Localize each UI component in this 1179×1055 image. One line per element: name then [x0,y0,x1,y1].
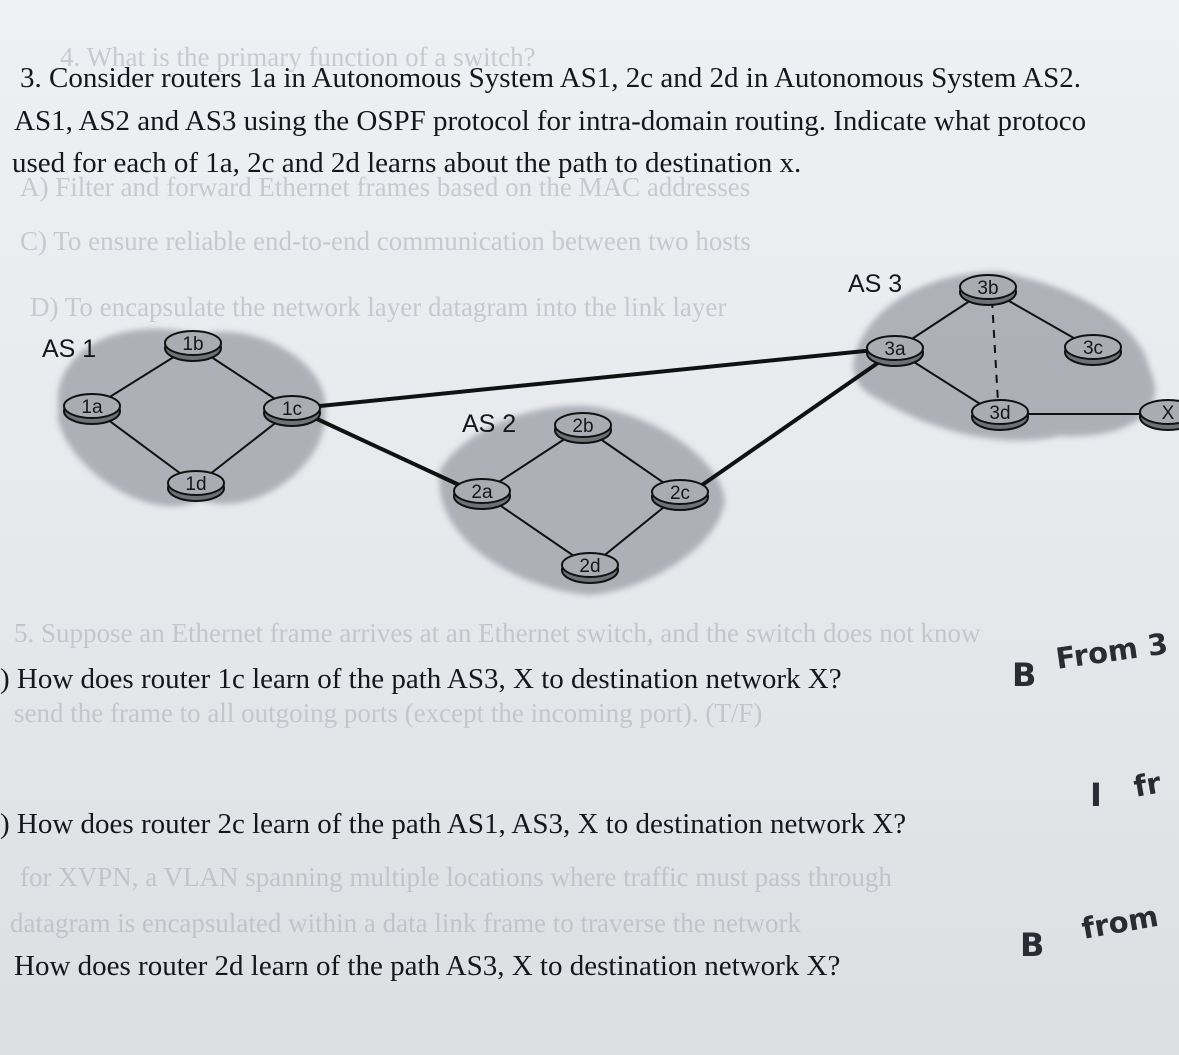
answer-a-letter: B [1012,656,1037,694]
router-label: 1b [182,334,203,355]
bleed-text: C) To ensure reliable end-to-end communi… [20,226,751,256]
subquestion-c: How does router 2d learn of the path AS3… [14,950,841,982]
link-1c-3a [309,348,876,409]
router-x: X [1139,399,1179,431]
bleed-text: A) Filter and forward Ethernet frames ba… [20,172,751,202]
router-1d: 1d [167,470,225,502]
router-3c: 3c [1064,334,1122,366]
answer-b-note: fr [1131,765,1164,804]
router-label: 2d [579,556,600,577]
as3-label: AS 3 [848,270,902,298]
bleed-text: D) To encapsulate the network layer data… [30,292,727,322]
router-label: 3d [989,403,1010,424]
router-1c: 1c [263,395,321,427]
bleed-text: send the frame to all outgoing ports (ex… [14,698,763,728]
router-label: 2a [471,482,493,503]
router-2c: 2c [651,479,709,511]
as3-cloud [853,271,1156,441]
router-3a: 3a [866,335,924,367]
router-label: 1c [282,399,302,420]
question-line-2: AS1, AS2 and AS3 using the OSPF protocol… [14,105,1087,137]
subquestion-a: ) How does router 1c learn of the path A… [0,663,842,695]
bleed-text: 4. What is the primary function of a swi… [60,42,536,72]
router-1a: 1a [63,393,121,425]
bleed-text: datagram is encapsulated within a data l… [10,908,801,938]
router-label: 1a [81,397,103,418]
as1-label: AS 1 [42,335,96,363]
subquestion-b: ) How does router 2c learn of the path A… [0,808,907,840]
bleed-text: 5. Suppose an Ethernet frame arrives at … [14,618,981,648]
router-label: 3a [884,339,906,360]
answer-c-letter: B [1020,926,1045,964]
router-label: X [1162,403,1175,424]
router-label: 2b [572,416,593,437]
router-3b: 3b [959,274,1017,306]
question-line-1: 3. Consider routers 1a in Autonomous Sys… [20,62,1081,94]
router-3d: 3d [971,399,1029,431]
bleed-text: for XVPN, a VLAN spanning multiple locat… [20,862,892,892]
router-label: 2c [670,483,690,504]
question-line-3: used for each of 1a, 2c and 2d learns ab… [12,147,802,179]
link-3b-3d [991,299,999,403]
router-2d: 2d [561,552,619,584]
router-2b: 2b [554,412,612,444]
as1-cloud [58,328,326,507]
router-label: 1d [185,474,206,495]
router-label: 3b [977,278,998,299]
link-2c-3a [690,356,887,494]
router-1b: 1b [164,330,222,362]
as2-cloud [439,405,725,595]
answer-b-letter: I [1090,776,1102,814]
as2-label: AS 2 [462,410,516,438]
router-2a: 2a [453,478,511,510]
link-1c-2a [301,410,471,492]
router-label: 3c [1083,338,1103,359]
